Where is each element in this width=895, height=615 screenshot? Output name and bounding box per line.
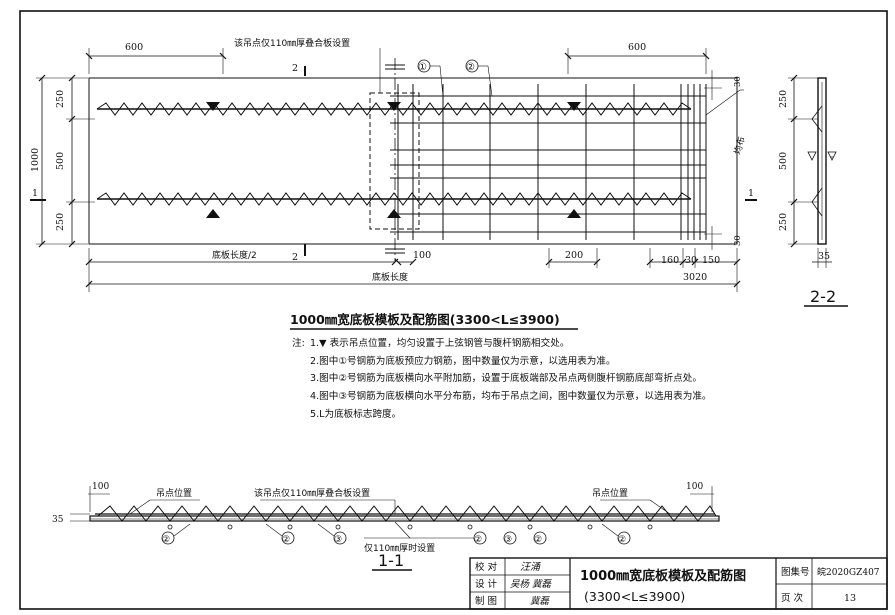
section-2-top: 2 — [292, 63, 298, 74]
lift-point-box — [369, 92, 420, 230]
s11-circ-2c: ② — [474, 535, 482, 545]
section-1-right: 1 — [748, 188, 754, 199]
dim-half-length: 底板长度/2 — [212, 249, 257, 261]
dim-150: 150 — [702, 255, 720, 266]
tb-atlas-no: 皖2020GZ407 — [817, 566, 880, 578]
s22-dim-250-bottom: 250 — [778, 213, 789, 231]
tb-check-label: 校 对 — [475, 561, 498, 573]
plan-view — [30, 48, 757, 292]
dim-250-bottom: 250 — [55, 213, 66, 231]
tb-atlas-label: 图集号 — [781, 566, 810, 578]
note-item: 5.L为底板标志跨度。 — [310, 408, 402, 420]
tb-draw-sig: 冀磊 — [530, 596, 551, 607]
plan-title: 1000㎜宽底板模板及配筋图(3300<L≤3900) — [290, 312, 560, 327]
note-item: 1.▼ 表示吊点位置，均匀设置于上弦钢管与腹杆钢筋相交处。 — [310, 338, 570, 349]
s22-dim-500: 500 — [778, 152, 789, 170]
s22-dim-250-top: 250 — [778, 90, 789, 108]
s22-dim-35: 35 — [818, 251, 830, 262]
section-1-1-title: 1-1 — [378, 551, 404, 570]
dim-600-left: 600 — [125, 42, 143, 53]
s11-circ-2a: ② — [162, 535, 170, 545]
lift-point-markers — [206, 102, 581, 218]
s11-circ-2d: ② — [534, 535, 542, 545]
dim-200: 200 — [565, 250, 583, 261]
note-item: 4.图中③号钢筋为底板横向水平分布筋，均布于吊点之间，图中数量仅为示意，以选用表… — [310, 391, 712, 403]
note-item: 2.图中①号钢筋为底板预应力钢筋，图中数量仅为示意，以选用表为准。 — [310, 355, 616, 367]
sheet-border — [19, 10, 888, 610]
section-1-left: 1 — [32, 188, 38, 199]
s11-callout-bottom: 仅110㎜厚时设置 — [364, 542, 435, 554]
tb-design-label: 设 计 — [475, 578, 498, 590]
s11-dim-100-right: 100 — [686, 482, 703, 492]
tb-page-no: 13 — [844, 593, 856, 604]
dim-250-top: 250 — [55, 90, 66, 108]
bar-2-label: ② — [466, 62, 475, 73]
dim-160: 160 — [661, 255, 679, 266]
tb-title-line2: (3300<L≤3900) — [584, 589, 685, 604]
dim-30-bottom: 30 — [733, 235, 743, 246]
title-block — [469, 557, 888, 610]
tb-title-line1: 1000㎜宽底板模板及配筋图 — [580, 568, 746, 584]
prestress-bars — [390, 95, 706, 233]
dim-30: 30 — [685, 255, 697, 266]
note-item: 3.图中②号钢筋为底板横向水平附加筋，设置于底板端部及吊点两侧腹杆钢筋底部弯折点… — [310, 373, 702, 385]
s11-circ-2e: ② — [618, 535, 626, 545]
section-2-bottom: 2 — [292, 252, 298, 263]
dim-100: 100 — [413, 250, 431, 261]
s11-circ-3a: ③ — [334, 535, 342, 545]
notes-prefix: 注: — [292, 338, 305, 349]
notes-block: 注: 1.▼ 表示吊点位置，均匀设置于上弦钢管与腹杆钢筋相交处。 2.图中①号钢… — [292, 335, 852, 424]
transverse-bars — [397, 84, 707, 240]
s11-circ-2b: ② — [282, 535, 290, 545]
s11-lift-right: 吊点位置 — [592, 487, 628, 499]
tb-draw-label: 制 图 — [475, 595, 497, 607]
dim-3020: 3020 — [683, 272, 707, 283]
tb-page-label: 页 次 — [781, 592, 804, 604]
tb-check-sig: 汪涌 — [520, 561, 541, 573]
section-1-1 — [70, 486, 720, 571]
slab-outline — [88, 77, 738, 245]
dim-600-right: 600 — [628, 42, 646, 53]
section-2-2 — [788, 74, 848, 307]
dim-30-top: 30 — [733, 76, 743, 87]
truss-lower — [96, 192, 692, 206]
dim-1000: 1000 — [30, 148, 41, 172]
label-even-distribution: 均布 — [731, 135, 747, 156]
s11-dim-35: 35 — [52, 515, 64, 525]
section-2-2-title: 2-2 — [810, 287, 836, 306]
s11-circ-3b: ③ — [504, 535, 512, 545]
s11-dim-100-left: 100 — [92, 482, 109, 492]
s11-callout-top: 该吊点仅110㎜厚叠合板设置 — [254, 487, 370, 499]
s11-lift-left: 吊点位置 — [156, 487, 192, 499]
bar-1-label: ① — [418, 62, 427, 73]
lift-point-callout: 该吊点仅110㎜厚叠合板设置 — [234, 37, 350, 49]
dim-full-length: 底板长度 — [372, 271, 408, 283]
dim-500: 500 — [55, 152, 66, 170]
tb-design-sig: 吴杨 冀磊 — [510, 579, 553, 590]
